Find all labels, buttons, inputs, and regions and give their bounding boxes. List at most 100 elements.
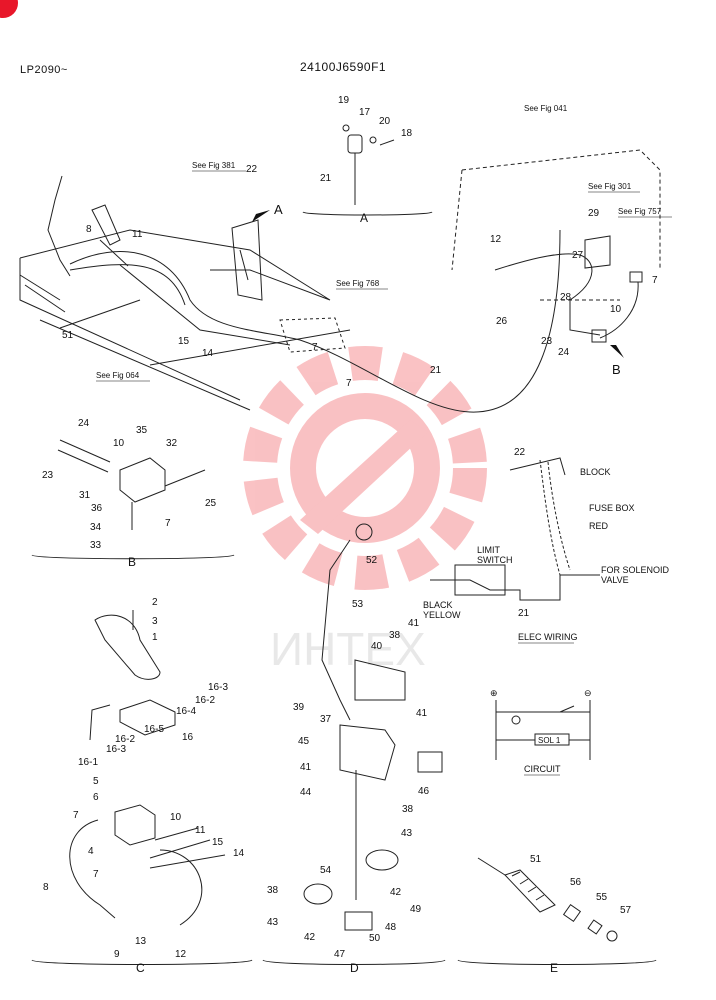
callout: 33 [90,540,102,551]
circuit-lamp [511,715,521,725]
inset-outline [451,149,661,301]
callout: 27 [572,250,584,261]
main-callouts: 22 8 11 51 15 14 7 7 21 A See Fig 381 Se… [62,161,442,389]
cable-b [119,264,291,346]
d-switch-46 [417,751,443,773]
callout: 21 [320,173,332,184]
wire-bundle [539,459,571,576]
drawing-number: 24100J6590F1 [300,60,387,74]
callout: 15 [212,837,224,848]
callout: 10 [113,438,125,449]
callout: 10 [610,304,622,315]
section-label-a: A [360,211,368,225]
section-label-e: E [550,961,558,975]
callout: 7 [73,810,79,821]
callout: 16-3 [106,744,126,755]
d-plate-45 [339,724,396,781]
arrow-b-icon [610,345,624,358]
callout: 43 [401,828,413,839]
ref-fig768: See Fig 768 [336,279,380,288]
c-pipe-14 [149,854,226,869]
model-label: LP2090~ [20,64,68,76]
callout: 16-2 [195,695,215,706]
callout: 50 [369,933,381,944]
callout: 41 [408,618,420,629]
inset-fitting-7 [629,271,643,283]
b-block [119,457,166,503]
a-washer [369,136,377,144]
callout: 19 [338,95,350,106]
callout: 6 [93,792,99,803]
wire-21 [430,574,600,601]
callout: 16-1 [78,757,98,768]
d-bracket-line [262,959,446,965]
callout: 36 [91,503,103,514]
callout: 14 [233,848,245,859]
callout: 7 [346,378,352,389]
circuit-sol-box [534,733,570,746]
right-inset: 29 12 27 28 7 26 10 23 24 B See Fig 041 … [451,104,672,377]
callout: 41 [416,708,428,719]
circuit-switch [559,705,575,713]
lever-knob-52 [355,523,373,541]
label-switch: SWITCH [477,555,513,565]
watermark-gear-icon [243,346,487,590]
callout: 10 [170,812,182,823]
d-clamp-42a [365,849,399,871]
callout: 21 [518,608,530,619]
section-b: 24 35 10 32 23 31 36 34 33 25 7 B [31,418,235,569]
callout: 41 [300,762,312,773]
watermark-wrench-icon [300,420,428,534]
e-nut-56 [562,903,582,923]
a-bolt [379,139,395,146]
callout: 7 [165,518,171,529]
e-bracket-line [457,959,657,965]
lever-arm [47,175,71,277]
lever-rod-53 [321,539,351,721]
label-black: BLACK [423,600,453,610]
dashed-plate [279,317,346,353]
callout: 3 [152,616,158,627]
inset-cable [494,253,601,336]
callout: 16-2 [115,734,135,745]
callout: 43 [267,917,279,928]
b-bracket-line [31,554,235,560]
frame-outline [19,229,351,411]
c-hose-12 [159,849,203,926]
b-pipe-24 [59,439,111,463]
lever-assembly: 22 52 53 21 [321,447,600,721]
label-fuse-box: FUSE BOX [589,503,635,513]
c-rod-16-1 [89,704,111,741]
callout: 9 [114,949,120,960]
callout: 16 [182,732,194,743]
callout: 8 [86,224,92,235]
section-d: 41 38 40 39 37 41 45 41 44 46 38 43 54 4… [262,618,446,975]
callout: 22 [514,447,526,458]
callout: 13 [135,936,147,947]
callout: 44 [300,787,312,798]
b-pipe-23 [57,449,109,473]
callout: 51 [530,854,542,865]
ref-fig301: See Fig 301 [588,182,632,191]
callout: 57 [620,905,632,916]
label-for-solenoid: FOR SOLENOID [601,565,670,575]
callout: 55 [596,892,608,903]
ref-fig757: See Fig 757 [618,207,662,216]
callout: 28 [560,292,572,303]
callout: 12 [490,234,502,245]
section-e: 51 56 55 57 E [457,854,657,975]
callout: 17 [359,107,371,118]
callout: 54 [320,865,332,876]
section-label-c: C [136,961,145,975]
callout: 32 [166,438,178,449]
inset-bracket [584,235,611,269]
c-valve-4 [114,804,156,846]
e-bellows [504,869,556,913]
b-pipe-25 [164,469,206,487]
callout: 16-5 [144,724,164,735]
e-nut-55 [587,919,603,935]
section-arrow-label-b: B [612,362,621,377]
cable-main [69,229,561,413]
cable-a [69,264,186,306]
ref-fig381: See Fig 381 [192,161,236,170]
